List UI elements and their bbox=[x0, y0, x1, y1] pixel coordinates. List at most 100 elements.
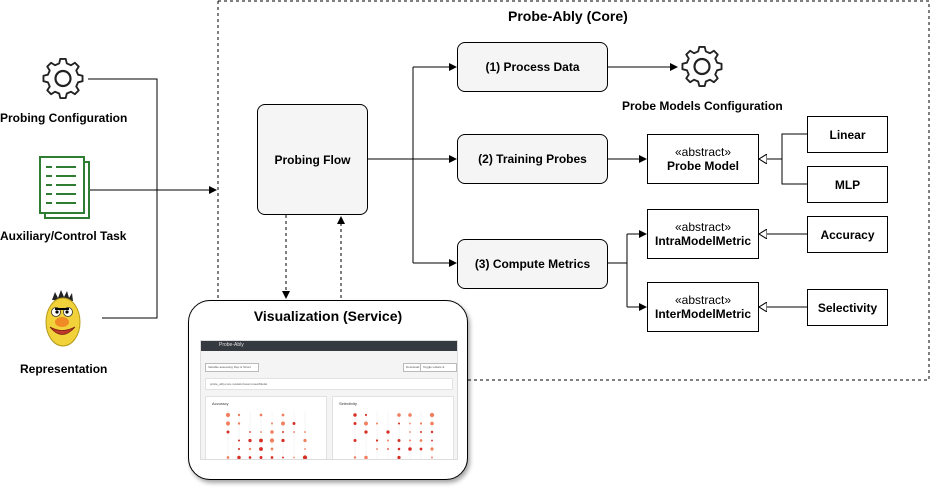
plot-point bbox=[237, 455, 241, 459]
plot-point bbox=[408, 447, 412, 451]
task-select: Variable assessing Dep & Struct bbox=[205, 363, 259, 372]
process-data-node: (1) Process Data bbox=[457, 42, 608, 92]
plot-point bbox=[431, 439, 433, 442]
plot-point bbox=[419, 422, 423, 425]
plot-point bbox=[248, 447, 252, 451]
inter-model-metric-label: InterModelMetric bbox=[654, 307, 751, 321]
plot-point bbox=[397, 422, 401, 425]
plot-point bbox=[281, 421, 285, 426]
accuracy-label: Accuracy bbox=[820, 227, 875, 242]
core-boundary bbox=[218, 0, 930, 381]
mlp-class: MLP bbox=[807, 166, 888, 203]
plot-point bbox=[282, 431, 284, 433]
gear-icon bbox=[42, 58, 84, 99]
plot-point bbox=[225, 421, 231, 426]
plot-point bbox=[248, 438, 252, 443]
plot-point bbox=[259, 447, 263, 451]
visualization-service: Visualization (Service) Probe-Ably Varia… bbox=[188, 300, 468, 480]
plot-point bbox=[248, 456, 252, 459]
plot-point bbox=[282, 456, 284, 459]
plot-point bbox=[302, 455, 308, 459]
plot-point bbox=[409, 422, 411, 425]
plot-point bbox=[364, 455, 368, 459]
selectivity-class: Selectivity bbox=[807, 289, 888, 326]
plot-point bbox=[304, 448, 306, 450]
accuracy-panel-title: Accuracy bbox=[212, 401, 229, 406]
linear-class: Linear bbox=[807, 116, 888, 153]
gear-icon bbox=[681, 46, 723, 87]
plot-point bbox=[281, 413, 285, 417]
plot-point bbox=[397, 439, 401, 442]
plot-point bbox=[260, 431, 262, 433]
plot-point bbox=[281, 438, 285, 443]
plot-point bbox=[237, 413, 241, 417]
plot-point bbox=[364, 413, 368, 417]
plot-point bbox=[386, 439, 390, 442]
plot-point bbox=[353, 421, 357, 426]
plot-point bbox=[431, 456, 433, 459]
mlp-label: MLP bbox=[834, 177, 861, 192]
plot-point bbox=[226, 430, 230, 434]
probing-flow-label: Probing Flow bbox=[274, 152, 351, 167]
auxiliary-task-label: Auxiliary/Control Task bbox=[0, 229, 127, 243]
abstract-tag: «abstract» bbox=[674, 220, 732, 234]
plot-point bbox=[353, 456, 357, 459]
plot-point bbox=[376, 448, 378, 450]
plot-point bbox=[409, 431, 411, 433]
linear-inherit bbox=[781, 133, 807, 185]
process-data-label: (1) Process Data bbox=[485, 60, 580, 74]
probing-configuration-label: Probing Configuration bbox=[0, 111, 128, 125]
plot-point bbox=[304, 431, 306, 433]
selectivity-panel-title: Selectivity bbox=[339, 401, 358, 406]
plot-point bbox=[237, 439, 241, 442]
accuracy-panel: Accuracy bbox=[205, 396, 327, 459]
plot-point bbox=[420, 431, 422, 433]
selectivity-panel: Selectivity bbox=[332, 396, 454, 459]
visualization-screenshot: Probe-Ably Variable assessing Dep & Stru… bbox=[200, 340, 458, 460]
plot-point bbox=[364, 421, 368, 426]
plot-point bbox=[397, 413, 401, 417]
plot-point bbox=[430, 421, 434, 426]
plot-point bbox=[419, 447, 423, 451]
representation-icon bbox=[26, 281, 102, 356]
plot-point bbox=[353, 438, 357, 443]
intra-model-metric-class: «abstract» IntraModelMetric bbox=[647, 209, 759, 259]
abstract-tag: «abstract» bbox=[674, 145, 732, 159]
core-title: Probe-Ably (Core) bbox=[508, 8, 628, 24]
plot-point bbox=[430, 447, 434, 451]
plot-point bbox=[364, 430, 368, 434]
toggle-labels-button: Toggle Labels & Legend bbox=[420, 363, 457, 372]
accuracy-plot bbox=[225, 411, 308, 459]
plot-point bbox=[408, 413, 412, 417]
plot-point bbox=[270, 430, 274, 434]
plot-point bbox=[225, 412, 231, 418]
config-connector bbox=[88, 78, 158, 190]
plot-point bbox=[259, 413, 263, 417]
plot-point bbox=[269, 438, 275, 443]
plot-point bbox=[237, 422, 241, 425]
plot-point bbox=[429, 412, 435, 418]
plot-point bbox=[397, 447, 401, 451]
training-probes-label: (2) Training Probes bbox=[478, 152, 587, 166]
plot-point bbox=[397, 455, 401, 459]
probe-models-configuration-label: Probe Models Configuration bbox=[622, 99, 783, 113]
accuracy-class: Accuracy bbox=[807, 216, 888, 253]
abstract-tag: «abstract» bbox=[674, 293, 732, 307]
app-title: Probe-Ably bbox=[219, 342, 244, 348]
plot-point bbox=[259, 438, 263, 443]
plot-point bbox=[375, 422, 379, 425]
document-icon bbox=[39, 156, 90, 219]
training-probes-node: (2) Training Probes bbox=[457, 134, 608, 184]
plot-point bbox=[303, 438, 307, 443]
inter-model-metric-class: «abstract» InterModelMetric bbox=[647, 282, 759, 332]
plot-point bbox=[237, 447, 241, 451]
probe-model-class: «abstract» Probe Model bbox=[647, 134, 759, 184]
plot-point bbox=[270, 422, 274, 425]
plot-point bbox=[387, 448, 389, 450]
app-header-bar: Probe-Ably bbox=[201, 341, 457, 351]
plot-point bbox=[292, 422, 296, 425]
plot-point bbox=[270, 447, 274, 451]
representation-connector bbox=[102, 190, 158, 319]
plot-point bbox=[226, 456, 230, 459]
